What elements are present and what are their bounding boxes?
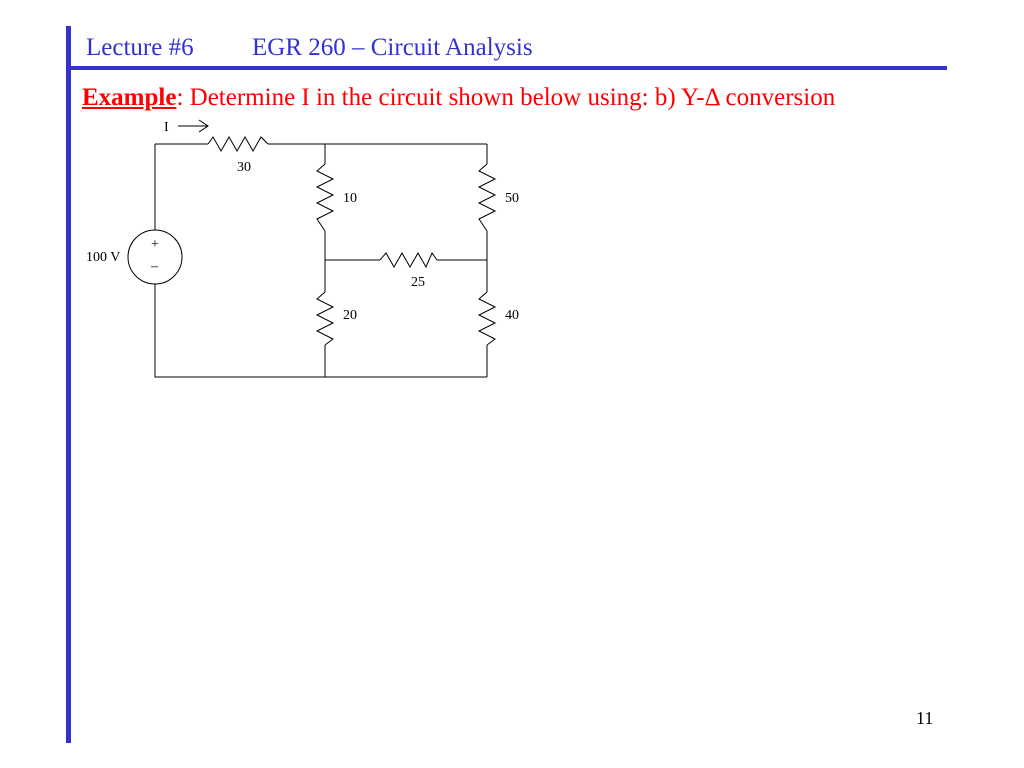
voltage-source [127,229,183,285]
current-arrow-icon [178,119,209,133]
label-r30: 30 [237,160,251,175]
page-number: 11 [916,708,934,728]
problem-statement: Example: Determine I in the circuit show… [82,84,835,112]
lecture-number: Lecture #6 [86,34,194,61]
problem-separator: : [176,84,184,111]
label-r10: 10 [343,191,357,206]
current-label: I [164,120,169,135]
header-rule [66,66,947,70]
label-r20: 20 [343,308,357,323]
source-minus: – [150,259,159,274]
label-r40: 40 [505,308,519,323]
problem-text: Determine I in the circuit shown below u… [183,84,836,111]
wire-left-bottom [154,284,487,378]
resistor-10 [315,163,335,232]
left-vertical-rule [66,26,71,743]
source-label: 100 V [86,250,120,265]
resistor-40 [477,291,497,346]
resistor-30 [207,135,269,153]
course-title: EGR 260 – Circuit Analysis [252,34,533,61]
label-r25: 25 [411,275,425,290]
source-plus: + [151,237,159,252]
problem-lead: Example [82,84,177,111]
label-r50: 50 [505,191,519,206]
resistor-25 [379,251,438,269]
resistor-50 [477,163,497,232]
resistor-20 [315,291,335,346]
